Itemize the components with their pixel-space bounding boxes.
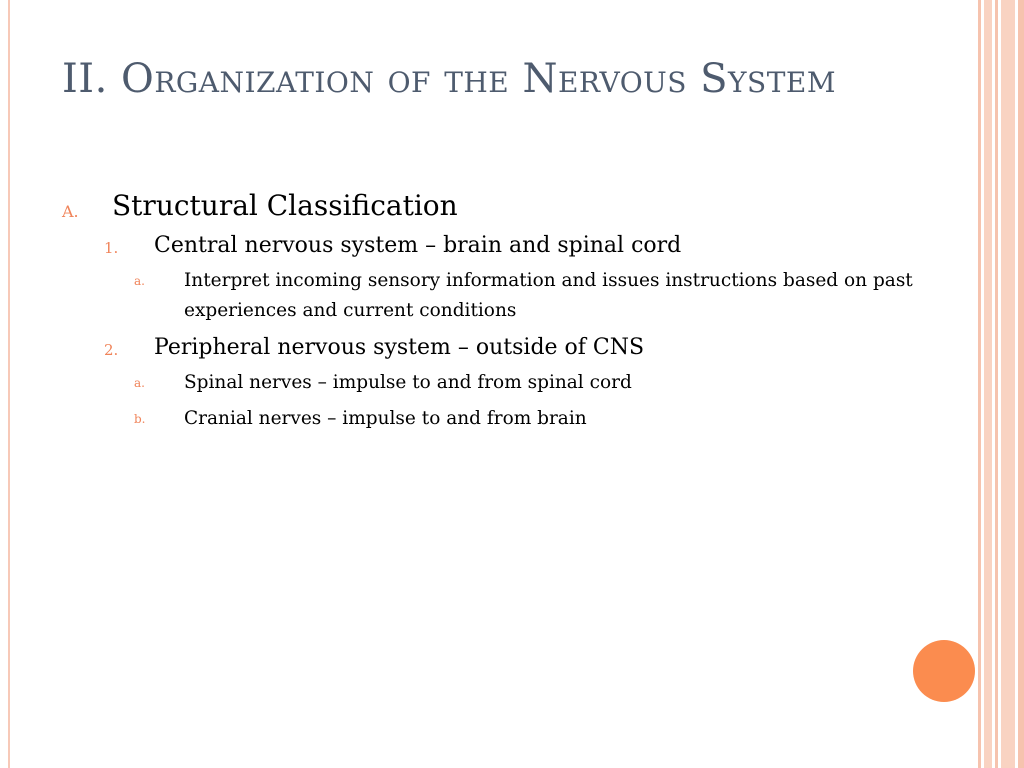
- outline-text: Cranial nerves – impulse to and from bra…: [184, 408, 587, 429]
- right-decor-stripe: [984, 0, 992, 768]
- right-decor-stripe: [995, 0, 998, 768]
- list-marker: a.: [134, 274, 145, 288]
- right-decor-stripe: [978, 0, 981, 768]
- outline-text: Peripheral nervous system – outside of C…: [154, 335, 645, 360]
- outline-content: A. Structural Classification 1. Central …: [62, 186, 942, 440]
- outline-item-2: 2. Peripheral nervous system – outside o…: [62, 332, 942, 364]
- list-marker: A.: [62, 202, 79, 221]
- slide-title: II. Organization of the Nervous System: [62, 56, 837, 102]
- outline-text: Spinal nerves – impulse to and from spin…: [184, 372, 632, 393]
- list-marker: 1.: [104, 239, 119, 257]
- list-marker: b.: [134, 412, 146, 426]
- outline-item-2a: a. Spinal nerves – impulse to and from s…: [62, 368, 942, 398]
- outline-item-1a: a. Interpret incoming sensory informatio…: [62, 266, 942, 326]
- outline-item-a: A. Structural Classification: [62, 186, 942, 226]
- outline-text: Central nervous system – brain and spina…: [154, 233, 682, 258]
- list-marker: 2.: [104, 341, 119, 359]
- orange-circle-decoration: [913, 640, 975, 702]
- outline-item-2b: b. Cranial nerves – impulse to and from …: [62, 404, 942, 434]
- outline-item-1: 1. Central nervous system – brain and sp…: [62, 230, 942, 262]
- left-border-line: [8, 0, 10, 768]
- right-decor-stripe: [1018, 0, 1024, 768]
- list-marker: a.: [134, 376, 145, 390]
- outline-text: Interpret incoming sensory information a…: [184, 270, 913, 321]
- outline-text: Structural Classification: [112, 189, 458, 222]
- right-decor-stripe: [1001, 0, 1015, 768]
